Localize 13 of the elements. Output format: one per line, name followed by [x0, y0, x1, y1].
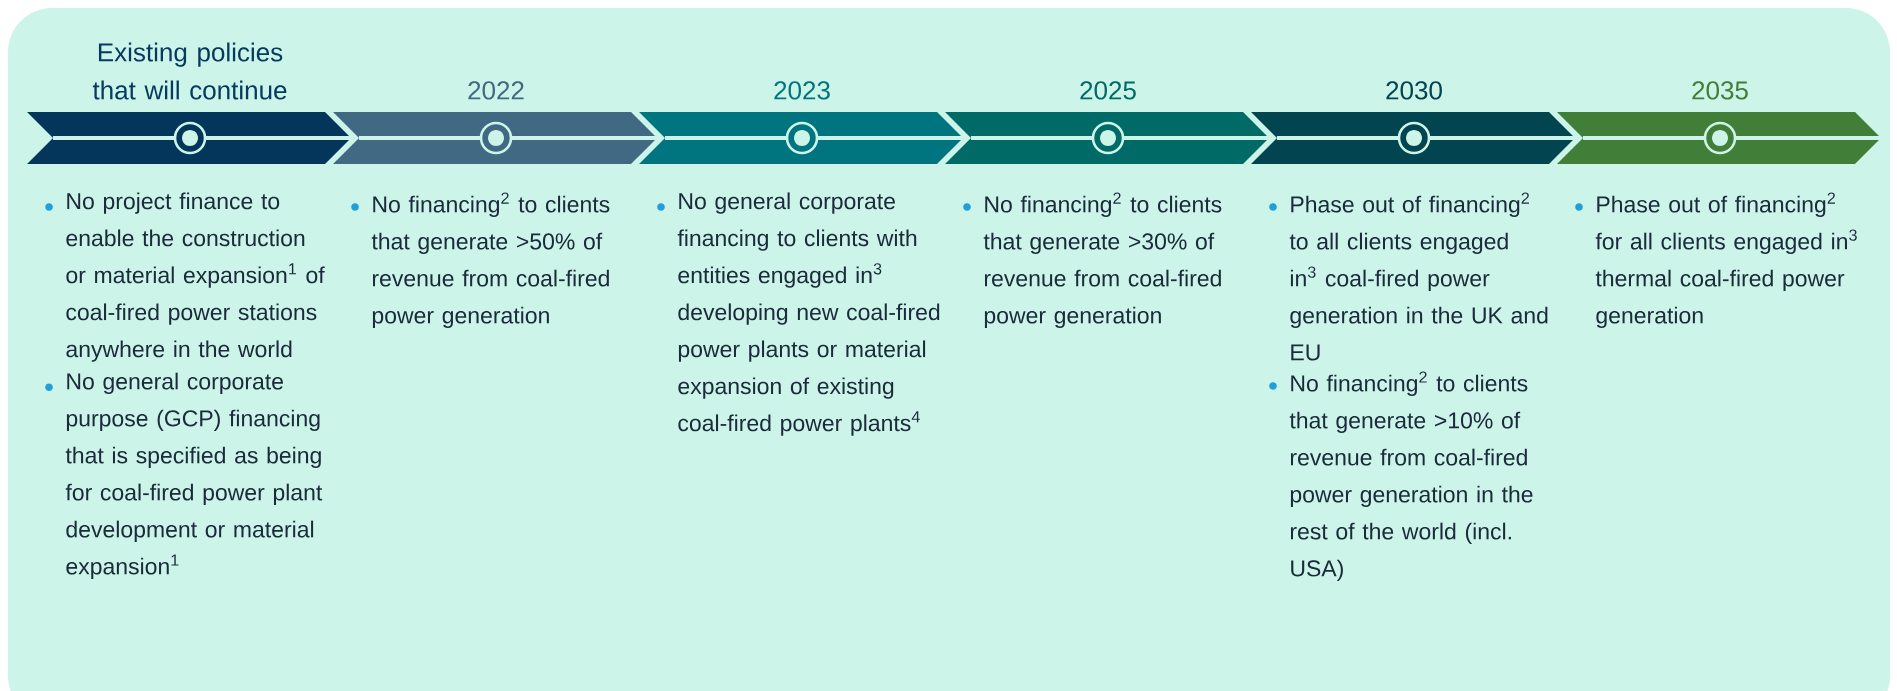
bullet-text: No financing$^{2}$ to clients that generate >10% of revenue from coal-fired power generation in the rest of the world (incl. USA) [1289, 371, 1533, 582]
milestone-heading: 2025 [1080, 81, 1136, 100]
milestone-heading: 2035 [1692, 81, 1748, 100]
milestone-heading: 2030 [1386, 81, 1442, 100]
milestone-heading: Existing policies that will continue [92, 42, 287, 100]
bullet-text: No general corporate purpose (GCP) financing that is specified as being for coal-fired power plant development or material expansion$^{1}$ [65, 372, 323, 580]
bullet-text: Phase out of financing$^{2}$ for all clients engaged in$^{3}$ thermal coal-fired power generation [1595, 192, 1857, 329]
bullet-text: No financing$^{2}$ to clients that generate >50% of revenue from coal-fired power generation [371, 192, 610, 329]
milestone-heading: 2022 [468, 81, 524, 100]
bullet-text: No general corporate financing to clients with entities engaged in$^{3}$ developing new coal-fired power plants or material expansion of existing coal-fired power plants$^{4}$ [677, 192, 940, 436]
bullet-text: No project finance to enable the construction or material expansion$^{1}$ of coal-fired power stations anywhere in the world [66, 192, 325, 362]
milestone-heading: 2023 [774, 81, 830, 100]
bullet-text: No financing$^{2}$ to clients that generate >30% of revenue from coal-fired power generation [983, 192, 1222, 329]
